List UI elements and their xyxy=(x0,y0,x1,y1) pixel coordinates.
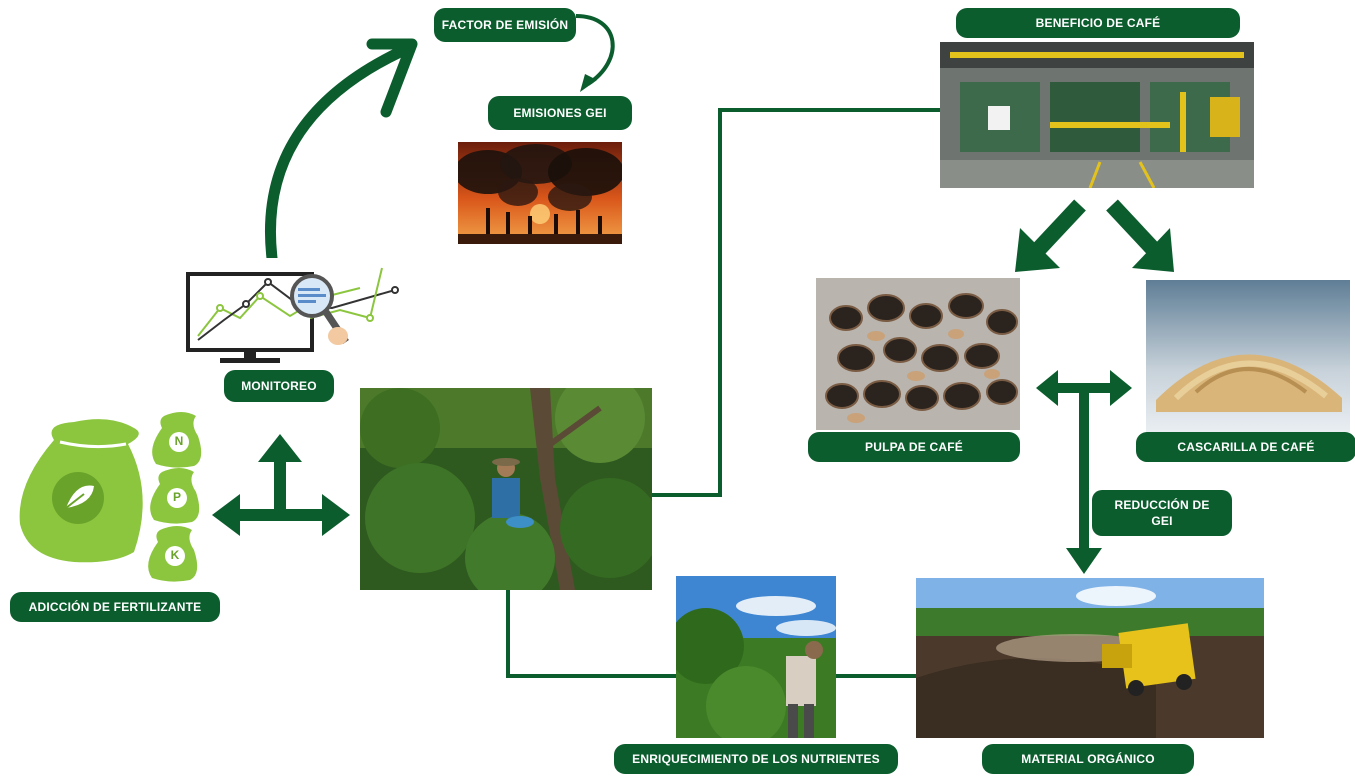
label-factor-emision: FACTOR DE EMISIÓN xyxy=(434,8,576,42)
connector-field-to-beneficio xyxy=(652,108,940,497)
diag-arrow-right-head xyxy=(1132,228,1174,272)
connector-field-to-enriquecimiento xyxy=(506,590,676,678)
label-emisiones-gei: EMISIONES GEI xyxy=(488,96,632,130)
nutrient-label-p: P xyxy=(172,490,181,504)
nutrient-label-n: N xyxy=(174,434,184,448)
double-arrow-left-head xyxy=(1036,370,1058,406)
monitoring-screen-image xyxy=(160,258,410,376)
diag-arrow-left-head xyxy=(1015,228,1060,272)
label-material-organico: MATERIAL ORGÁNICO xyxy=(982,744,1194,774)
small-bag-p xyxy=(150,468,200,524)
label-cascarilla-cafe: CASCARILLA DE CAFÉ xyxy=(1136,432,1355,462)
small-arrow-head xyxy=(580,74,597,92)
diag-arrow-right-shaft xyxy=(1106,199,1160,256)
label-reduccion-gei: REDUCCIÓN DE GEI xyxy=(1092,490,1232,536)
coffee-field-farmer-image xyxy=(360,388,652,590)
curved-arrow-factor-to-emisiones xyxy=(575,14,615,86)
curved-arrow-monitoreo-to-factor xyxy=(264,46,406,264)
label-monitoreo: MONITOREO xyxy=(224,370,334,402)
curved-arrow-head xyxy=(366,38,418,118)
label-reduccion-gei-line1: REDUCCIÓN DE xyxy=(1114,498,1210,512)
pulpa-cafe-image xyxy=(816,278,1020,430)
double-arrow-right-head xyxy=(1110,370,1132,406)
label-adiccion-fertilizante: ADICCIÓN DE FERTILIZANTE xyxy=(10,592,220,622)
label-enriquecimiento: ENRIQUECIMIENTO DE LOS NUTRIENTES xyxy=(614,744,898,774)
label-reduccion-gei-line2: GEI xyxy=(1151,514,1173,528)
diag-arrow-left-shaft xyxy=(1030,199,1086,258)
down-arrow-head xyxy=(1066,548,1102,574)
nutrient-label-k: K xyxy=(170,548,180,562)
threeway-left-head xyxy=(212,494,240,536)
label-beneficio-cafe: BENEFICIO DE CAFÉ xyxy=(956,8,1240,38)
threeway-right-head xyxy=(322,494,350,536)
small-bag-n xyxy=(152,412,202,468)
cascarilla-cafe-image xyxy=(1146,280,1350,432)
material-organico-image xyxy=(916,578,1264,738)
emissions-smoke-image xyxy=(458,142,622,244)
label-pulpa-cafe: PULPA DE CAFÉ xyxy=(808,432,1020,462)
threeway-up-head xyxy=(258,434,302,462)
enriquecimiento-farmer-image xyxy=(676,576,836,738)
beneficio-plant-image xyxy=(940,42,1254,188)
small-bag-k xyxy=(148,526,198,582)
fertilizer-bags-icon xyxy=(14,404,204,590)
